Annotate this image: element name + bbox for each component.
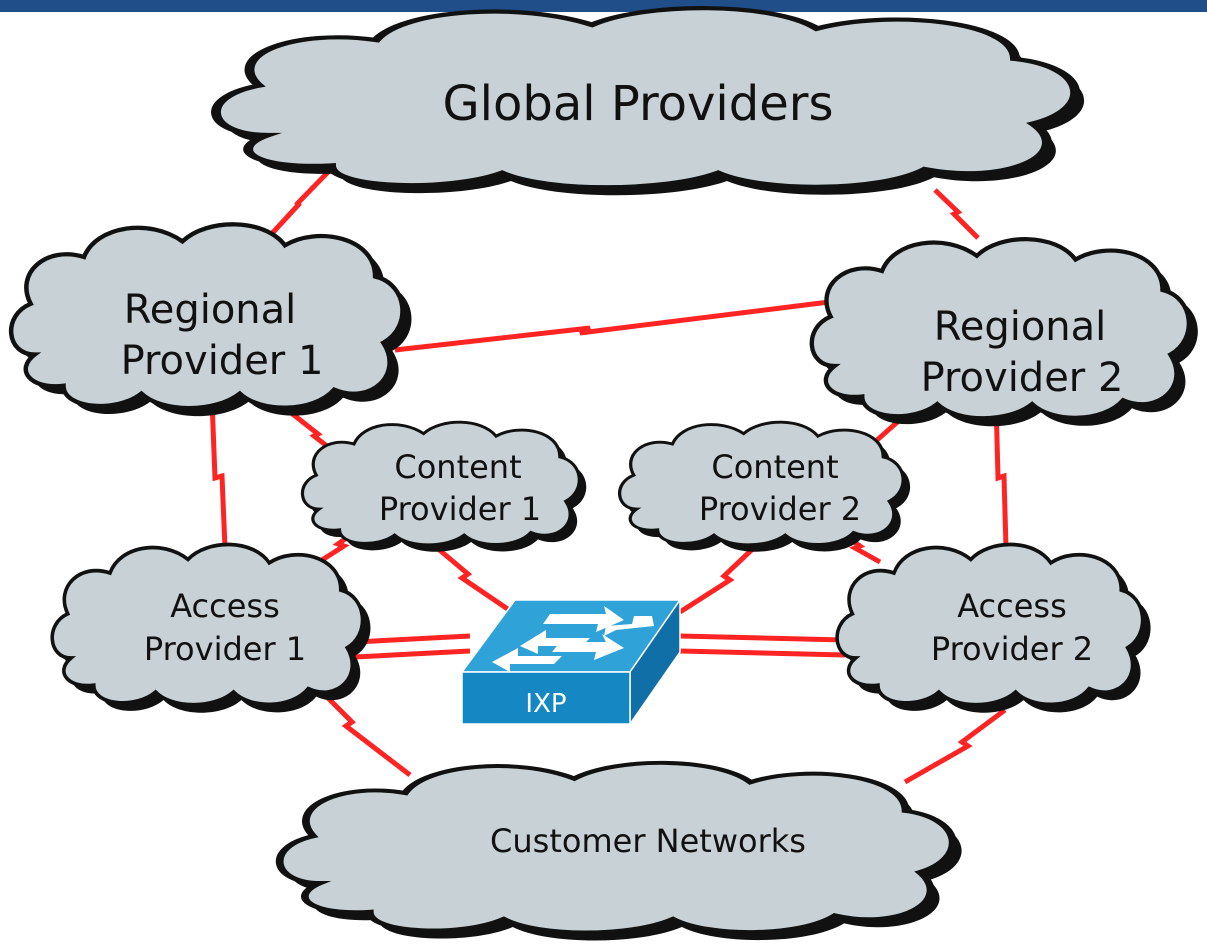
access-provider-2-cloud: Access Provider 2 [835, 542, 1151, 713]
link-access1-customer [318, 688, 412, 777]
link-content1-ixp [428, 540, 514, 615]
switch-arrow-right-lower-icon [552, 634, 624, 660]
switch-arrow-left-front-icon [492, 648, 562, 672]
access-provider-2-label-line2: Provider 2 [931, 630, 1093, 668]
link-regional1-access1 [209, 399, 228, 549]
content-provider-2-label-line2: Provider 2 [699, 490, 861, 528]
ixp-label: IXP [525, 689, 566, 719]
regional-provider-1-label-line2: Provider 1 [121, 338, 324, 384]
regional-provider-2-label-line2: Provider 2 [921, 355, 1124, 401]
link-access1-ixp-b [354, 648, 471, 660]
content-provider-2-label-line1: Content [711, 448, 838, 486]
content-provider-2-cloud: Content Provider 2 [617, 420, 911, 552]
link-regional2-access2 [993, 399, 1009, 549]
access-provider-2-label-line1: Access [957, 587, 1067, 625]
ixp-switch-front [461, 671, 631, 725]
link-access1-ixp-a [354, 633, 471, 645]
switch-arrow-left-icon [604, 616, 654, 636]
content-provider-1-cloud: Content Provider 1 [300, 420, 587, 552]
switch-arrow-right-icon [543, 606, 624, 632]
regional-provider-2-cloud: Regional Provider 2 [812, 239, 1198, 427]
link-access2-customer [903, 707, 1007, 785]
link-ixp-access2-b [679, 648, 846, 658]
customer-networks-label: Customer Networks [490, 822, 806, 860]
ixp-switch: IXP [460, 597, 682, 727]
link-ixp-access2-a [679, 633, 846, 643]
regional-provider-2-label-line1: Regional [934, 304, 1107, 350]
customer-networks-cloud: Customer Networks [280, 763, 962, 941]
link-global-regional1 [264, 168, 332, 242]
global-providers-label: Global Providers [442, 76, 833, 132]
content-provider-1-label-line1: Content [394, 448, 521, 486]
access-provider-1-cloud: Access Provider 1 [50, 542, 371, 713]
access-provider-1-label-line1: Access [170, 587, 280, 625]
content-provider-1-label-line2: Provider 1 [379, 490, 541, 528]
regional-provider-1-label-line1: Regional [124, 287, 297, 333]
regional-provider-1-cloud: Regional Provider 1 [11, 224, 412, 417]
global-providers-cloud: Global Providers [216, 8, 1085, 196]
header-rule [0, 0, 1207, 12]
link-content2-ixp [678, 540, 762, 615]
link-regional1-regional2 [394, 297, 846, 353]
link-global-regional2 [933, 188, 980, 240]
switch-arrow-left-lower-icon [520, 630, 590, 654]
access-provider-1-label-line2: Provider 1 [144, 630, 306, 668]
